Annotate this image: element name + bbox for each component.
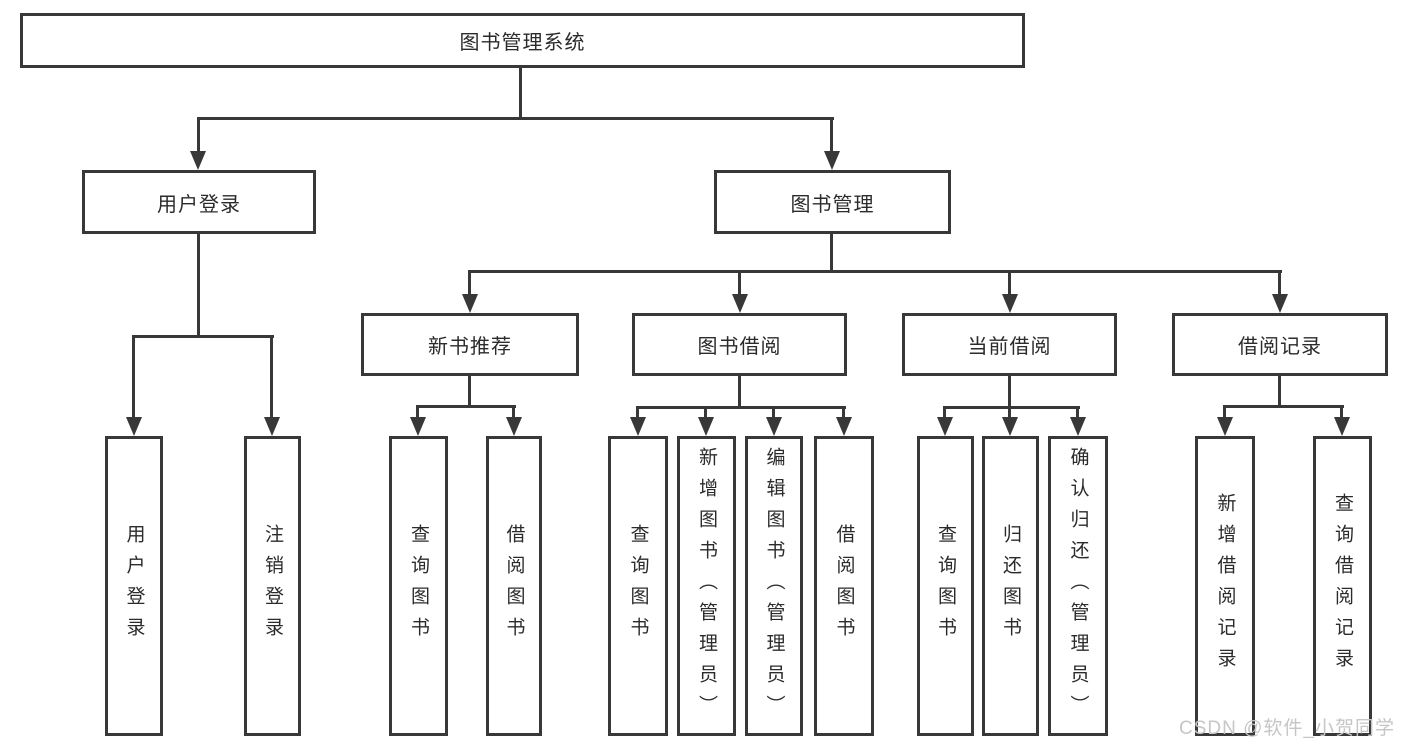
node-book-borrow-label: 图书借阅	[697, 336, 782, 358]
node-new-book-recommend-label: 新书推荐	[428, 336, 512, 358]
connector-line	[197, 117, 200, 151]
connector-line	[830, 117, 833, 151]
connector-line	[1223, 405, 1226, 418]
connector-line	[842, 406, 845, 418]
connector-line	[704, 406, 707, 418]
arrowhead-icon	[1334, 417, 1350, 436]
connector-line	[943, 406, 1080, 409]
connector-line	[738, 270, 741, 296]
node-user-login: 用户登录	[82, 170, 316, 234]
arrowhead-icon	[1002, 294, 1018, 313]
connector-line	[636, 406, 639, 418]
connector-line	[830, 234, 833, 273]
connector-line	[132, 335, 274, 338]
leaf-current-confirm-return-admin: 确认归还（管理员）	[1048, 436, 1108, 736]
arrowhead-icon	[1070, 417, 1086, 436]
arrowhead-icon	[264, 417, 280, 436]
node-book-management: 图书管理	[714, 170, 951, 234]
arrowhead-icon	[937, 417, 953, 436]
connector-line	[416, 405, 516, 408]
node-borrow-records-label: 借阅记录	[1238, 336, 1322, 358]
arrowhead-icon	[836, 417, 852, 436]
arrowhead-icon	[1002, 417, 1018, 436]
leaf-logout-label: 注销登录	[262, 524, 283, 648]
connector-line	[416, 405, 419, 418]
leaf-current-query-books-label: 查询图书	[935, 524, 956, 648]
leaf-borrow-query-books: 查询图书	[608, 436, 668, 736]
leaf-current-return-books-label: 归还图书	[1000, 524, 1021, 648]
connector-line	[468, 270, 1282, 273]
connector-line	[1278, 270, 1281, 296]
arrowhead-icon	[1217, 417, 1233, 436]
node-book-management-label: 图书管理	[790, 193, 875, 216]
connector-line	[1008, 406, 1011, 418]
connector-line	[197, 117, 834, 120]
arrowhead-icon	[766, 417, 782, 436]
leaf-borrow-borrow-books: 借阅图书	[814, 436, 874, 736]
connector-line	[468, 270, 471, 296]
connector-line	[636, 406, 846, 409]
leaf-borrow-query-books-label: 查询图书	[627, 524, 649, 648]
connector-line	[512, 405, 515, 418]
node-book-borrow: 图书借阅	[632, 313, 847, 376]
leaf-newbooks-borrow-books: 借阅图书	[486, 436, 542, 736]
leaf-borrow-add-books-admin: 新增图书（管理员）	[677, 436, 736, 736]
arrowhead-icon	[1272, 294, 1288, 313]
connector-line	[1278, 376, 1281, 407]
connector-line	[1340, 405, 1343, 418]
leaf-logout: 注销登录	[244, 436, 301, 736]
leaf-user-login: 用户登录	[105, 436, 163, 736]
leaf-newbooks-query-books: 查询图书	[389, 436, 448, 736]
leaf-current-query-books: 查询图书	[917, 436, 974, 736]
leaf-borrow-edit-books-admin-label: 编辑图书（管理员）	[763, 446, 785, 726]
node-current-borrow-label: 当前借阅	[967, 336, 1052, 358]
node-new-book-recommend: 新书推荐	[361, 313, 579, 376]
connector-line	[772, 406, 775, 418]
leaf-newbooks-query-books-label: 查询图书	[408, 524, 429, 648]
connector-line	[270, 335, 273, 418]
arrowhead-icon	[462, 294, 478, 313]
connector-line	[738, 376, 741, 408]
connector-line	[1008, 270, 1011, 296]
leaf-borrow-edit-books-admin: 编辑图书（管理员）	[745, 436, 803, 736]
csdn-watermark: CSDN @软件_小贺同学	[1179, 718, 1395, 739]
arrowhead-icon	[410, 417, 426, 436]
leaf-user-login-label: 用户登录	[123, 524, 145, 648]
connector-line	[468, 376, 471, 407]
connector-line	[1223, 405, 1344, 408]
node-user-login-label: 用户登录	[157, 193, 241, 216]
leaf-records-query-record: 查询借阅记录	[1313, 436, 1372, 736]
leaf-current-return-books: 归还图书	[982, 436, 1039, 736]
leaf-records-add-record: 新增借阅记录	[1195, 436, 1255, 736]
node-root-library-management-system: 图书管理系统	[20, 13, 1025, 68]
leaf-records-add-record-label: 新增借阅记录	[1214, 493, 1236, 679]
connector-line	[519, 68, 522, 119]
node-current-borrow: 当前借阅	[902, 313, 1117, 376]
connector-line	[132, 335, 135, 418]
leaf-newbooks-borrow-books-label: 借阅图书	[503, 524, 525, 648]
arrowhead-icon	[190, 151, 206, 170]
connector-line	[1008, 376, 1011, 408]
leaf-borrow-add-books-admin-label: 新增图书（管理员）	[696, 446, 717, 726]
leaf-records-query-record-label: 查询借阅记录	[1332, 493, 1353, 679]
arrowhead-icon	[824, 151, 840, 170]
connector-line	[1076, 406, 1079, 418]
connector-line	[943, 406, 946, 418]
node-borrow-records: 借阅记录	[1172, 313, 1388, 376]
connector-line	[197, 234, 200, 337]
leaf-borrow-borrow-books-label: 借阅图书	[833, 524, 855, 648]
arrowhead-icon	[126, 417, 142, 436]
arrowhead-icon	[630, 417, 646, 436]
node-root-label: 图书管理系统	[459, 32, 586, 54]
leaf-current-confirm-return-admin-label: 确认归还（管理员）	[1067, 446, 1089, 726]
arrowhead-icon	[506, 417, 522, 436]
arrowhead-icon	[698, 417, 714, 436]
arrowhead-icon	[732, 294, 748, 313]
